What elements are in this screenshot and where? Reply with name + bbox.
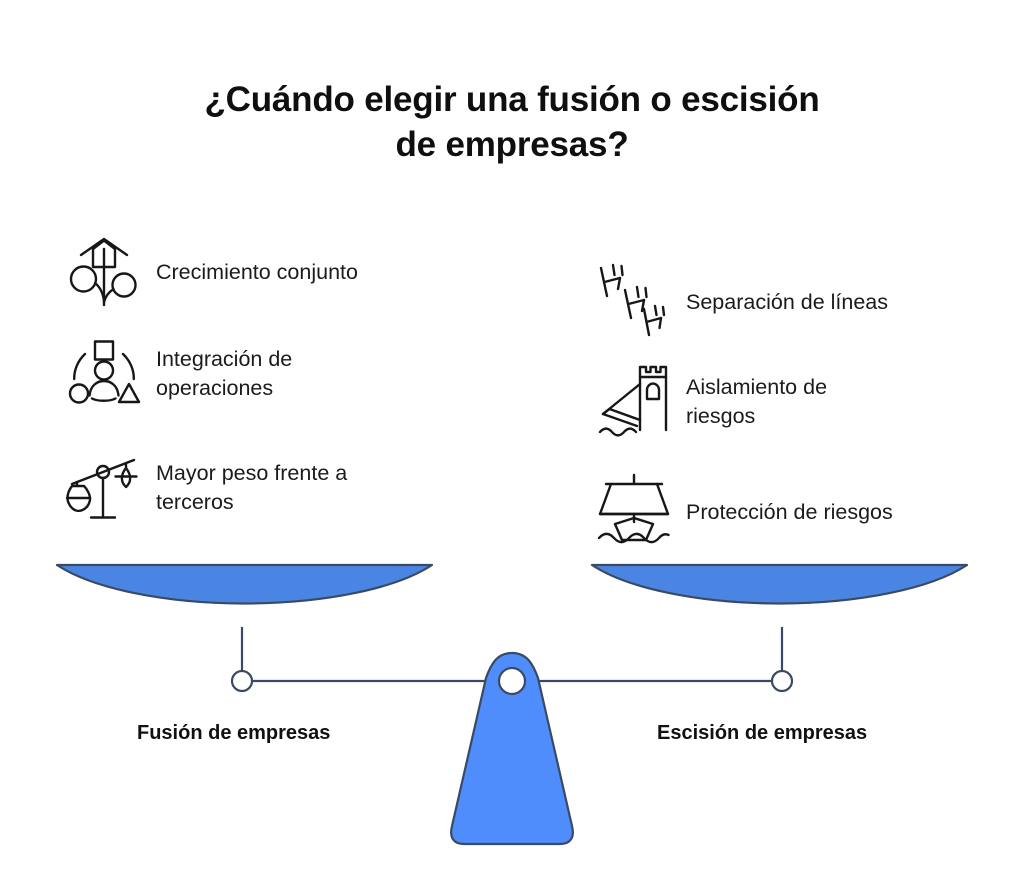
scale-fulcrum (450, 651, 574, 846)
left-feature-label-2: Integración de operaciones (156, 347, 293, 400)
balance-scales-icon (65, 448, 142, 528)
castle-tower-drawbridge-icon (596, 362, 672, 442)
person-shapes-integration-icon (66, 334, 142, 414)
right-side-caption: Escisión de empresas (657, 722, 868, 744)
separated-branches-icon (596, 262, 672, 342)
page-title: ¿Cuándo elegir una fusión o escisión de … (0, 78, 1024, 168)
fulcrum-pivot-hole (497, 666, 527, 696)
left-feature-mayor-peso-terceros: Mayor peso frente a terceros (65, 448, 348, 528)
left-scale-pan (55, 563, 434, 605)
left-side-caption: Fusión de empresas (137, 722, 331, 744)
left-pan-knob (230, 669, 254, 693)
left-feature-integracion-operaciones: Integración de operaciones (66, 334, 292, 414)
balance-scale-graphic (55, 563, 969, 846)
growth-plant-arrow-icon (66, 232, 142, 312)
right-feature-separacion-lineas: Separación de líneas (596, 262, 888, 342)
boat-canopy-waves-icon (596, 472, 672, 552)
right-feature-label-3: Protección de riesgos (686, 499, 893, 524)
right-feature-label-2: Aislamiento de riesgos (686, 375, 828, 428)
left-feature-label-1: Crecimiento conjunto (156, 259, 358, 284)
left-feature-crecimiento-conjunto: Crecimiento conjunto (66, 232, 358, 312)
left-feature-label-3: Mayor peso frente a terceros (156, 461, 348, 514)
right-feature-proteccion-riesgos: Protección de riesgos (596, 472, 893, 552)
right-pan-knob (770, 669, 794, 693)
page-title-line-2: de empresas? (395, 124, 629, 164)
right-feature-aislamiento-riesgos: Aislamiento de riesgos (596, 362, 827, 442)
right-feature-label-1: Separación de líneas (686, 289, 889, 314)
page-title-line-1: ¿Cuándo elegir una fusión o escisión (204, 80, 820, 119)
right-scale-pan (590, 563, 969, 605)
